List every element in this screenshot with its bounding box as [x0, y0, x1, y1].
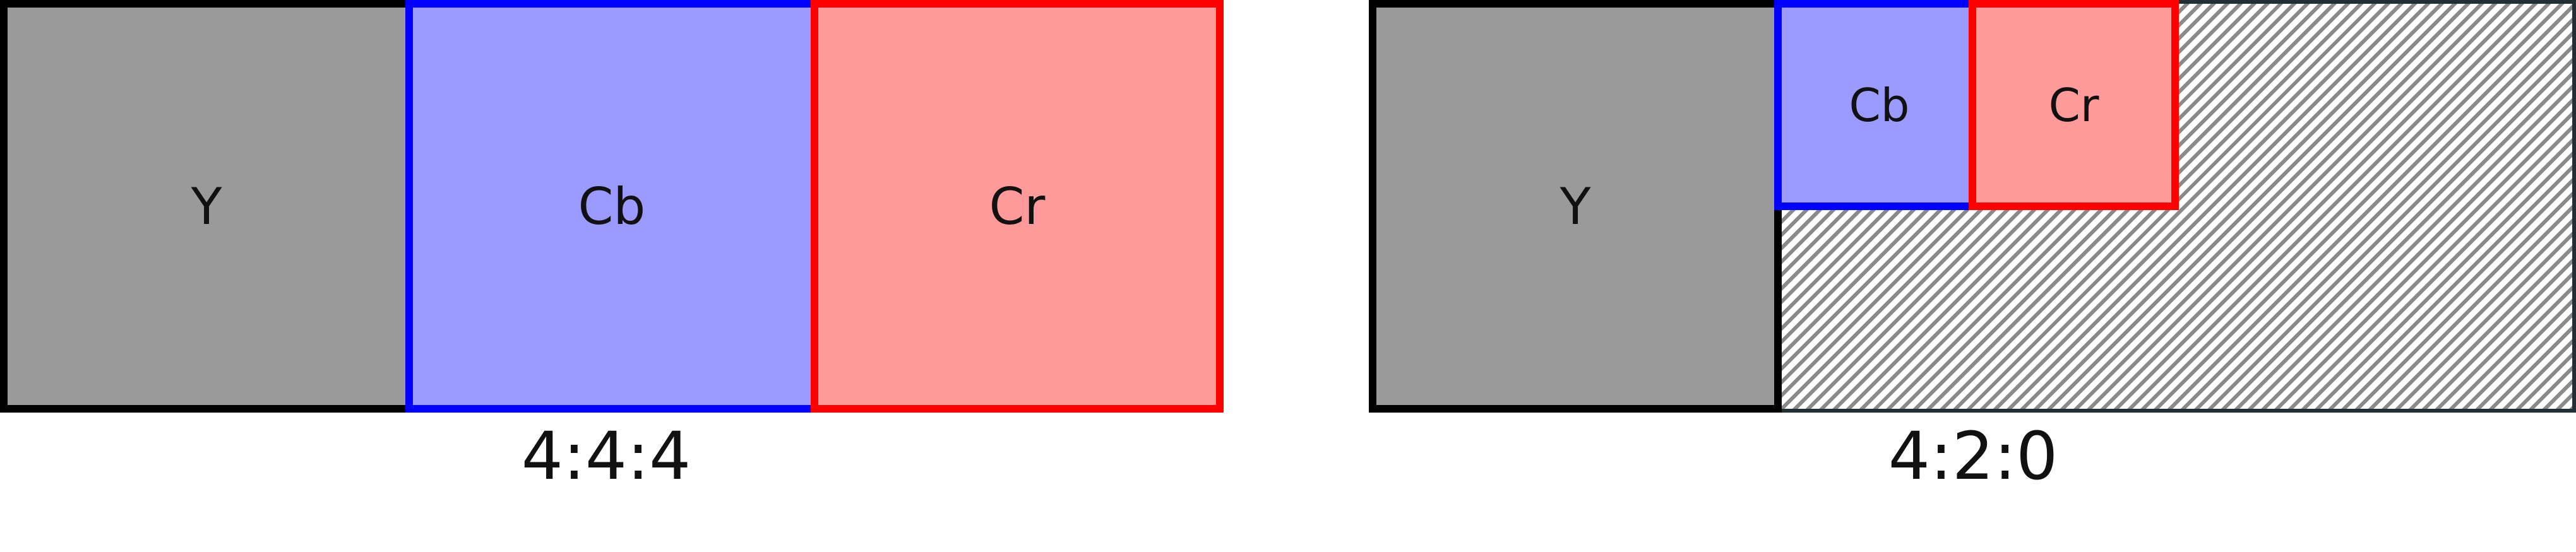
y-plane-444: Y [0, 0, 413, 413]
cb-label-444: Cb [578, 177, 646, 236]
caption-420: 4:2:0 [1888, 418, 2058, 495]
cb-plane-444: Cb [405, 0, 818, 413]
caption-444: 4:4:4 [521, 418, 691, 495]
cr-plane-420: Cr [1969, 0, 2179, 210]
y-label-444: Y [191, 177, 222, 236]
cb-label-420: Cb [1849, 78, 1910, 132]
y-plane-420: Y [1369, 0, 1782, 413]
cr-plane-444: Cr [811, 0, 1224, 413]
y-label-420: Y [1559, 177, 1591, 236]
cb-plane-420: Cb [1774, 0, 1984, 210]
cr-label-444: Cr [989, 177, 1046, 236]
cr-label-420: Cr [2048, 78, 2099, 132]
